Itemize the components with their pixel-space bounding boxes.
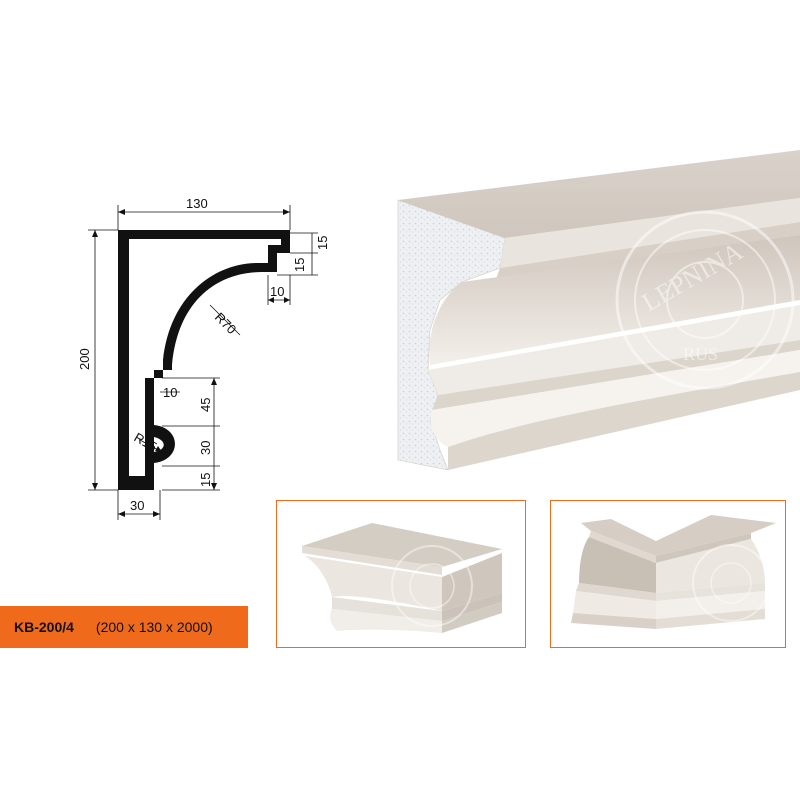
dim-step-depth-label: 10	[270, 284, 284, 299]
dim-step-second-label: 15	[292, 258, 307, 272]
dim-height-label: 200	[77, 348, 92, 370]
thumb-watermark-left	[391, 545, 473, 627]
inner-corner-thumbnail[interactable]	[550, 500, 786, 648]
dim-segment-15-label: 15	[198, 473, 213, 487]
profile-section	[118, 230, 290, 490]
dim-segment-30-label: 30	[198, 441, 213, 455]
dimension-arrows	[92, 209, 290, 517]
outer-corner-drawing	[302, 523, 502, 633]
dim-width-label: 130	[186, 196, 208, 211]
profile-small-cove	[154, 425, 175, 463]
dimension-lines	[88, 205, 318, 520]
dim-segment-45-label: 45	[198, 398, 213, 412]
dim-inner-step-label: 10	[163, 385, 177, 400]
product-code: KB-200/4	[14, 619, 74, 635]
product-dimensions: (200 x 130 x 2000)	[95, 619, 213, 635]
molding-3d-view	[397, 150, 800, 471]
dim-bottom-width-label: 30	[130, 498, 144, 513]
dim-step-top-label: 15	[315, 236, 330, 250]
dim-radius-large-label: R70	[212, 310, 239, 337]
watermark-subtext: RUS	[683, 344, 718, 364]
profile-outline	[118, 230, 290, 490]
thumb-watermark-right	[692, 544, 770, 622]
outer-corner-thumbnail[interactable]	[276, 500, 526, 648]
product-label-bar: KB-200/4 (200 x 130 x 2000)	[0, 606, 248, 648]
inner-corner-drawing	[571, 515, 776, 629]
